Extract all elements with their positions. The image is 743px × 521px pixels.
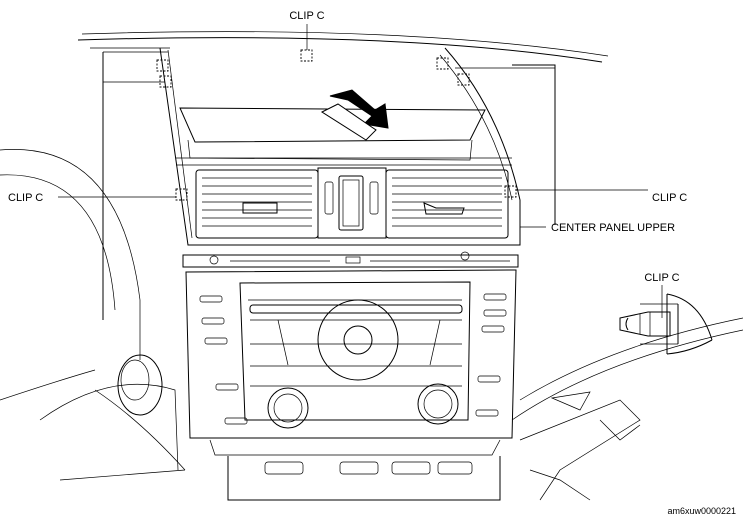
- left-dash-contour: [0, 51, 186, 481]
- leader-lines: [58, 24, 663, 318]
- label-center-panel-upper: CENTER PANEL UPPER: [551, 222, 675, 234]
- clip-detail-illustration: [619, 293, 713, 355]
- label-clip-top: CLIP C: [289, 10, 324, 22]
- clip-markers: [156, 49, 517, 201]
- clip-marker-left: [175, 188, 188, 201]
- air-vent-right: [385, 169, 509, 239]
- center-panel-upper: [159, 47, 556, 246]
- label-clip-left: CLIP C: [8, 192, 43, 204]
- clip-marker-upper-left-2: [159, 75, 172, 88]
- label-clip-right: CLIP C: [652, 192, 687, 204]
- image-code: am6xuw0000221: [667, 506, 736, 516]
- left-round-vent: [117, 354, 163, 416]
- clip-marker-upper-right-2: [457, 73, 470, 86]
- lower-switch-panel: [227, 456, 501, 501]
- clip-marker-upper-left-1: [156, 59, 169, 72]
- push-arrow: [320, 89, 389, 141]
- label-clip-detail: CLIP C: [644, 272, 679, 284]
- trim-strip: [182, 251, 519, 268]
- right-dash-contour: [511, 317, 743, 501]
- dashboard-top-edge: [77, 31, 609, 63]
- hazard-switch: [317, 167, 387, 239]
- clip-marker-right: [504, 185, 517, 198]
- air-vent-left: [195, 169, 319, 239]
- clip-marker-upper-right-1: [436, 57, 449, 70]
- audio-panel: [185, 269, 517, 456]
- clip-marker-top: [300, 49, 313, 62]
